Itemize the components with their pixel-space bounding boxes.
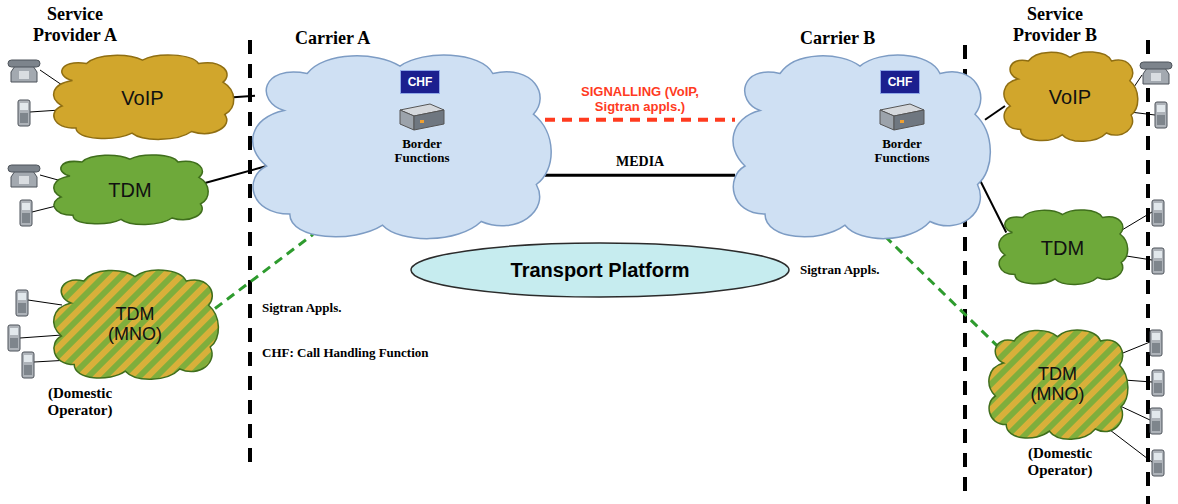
chf-label: CHF bbox=[888, 75, 913, 89]
wire bbox=[20, 335, 62, 338]
carrier-title: Carrier A bbox=[295, 28, 370, 49]
cloud-label: TDM bbox=[108, 179, 151, 201]
desk-phone bbox=[1140, 62, 1172, 84]
border-device-icon bbox=[400, 104, 444, 130]
connector bbox=[545, 118, 735, 122]
cloud-shape bbox=[54, 55, 234, 139]
mobile-phone bbox=[1150, 330, 1162, 356]
border-label: Border Functions bbox=[860, 137, 944, 166]
provider-title: Service Provider A bbox=[15, 4, 135, 45]
operator-note: (Domestic Operator) bbox=[25, 385, 135, 418]
cloud-shape bbox=[54, 155, 208, 224]
carrier-cloud: Carrier ACHF bbox=[255, 55, 545, 240]
cloud-label: VoIP bbox=[121, 87, 163, 109]
ellipse-shape bbox=[411, 243, 789, 297]
mobile-phone bbox=[1150, 408, 1162, 434]
device-side bbox=[880, 110, 894, 130]
chf-box: CHF bbox=[880, 70, 920, 94]
mobile-phone bbox=[1155, 102, 1167, 128]
mobile-phone bbox=[1152, 450, 1164, 476]
wire bbox=[28, 300, 62, 305]
carrier-cloud: Carrier BCHF bbox=[735, 55, 985, 240]
mobile-phone bbox=[8, 325, 20, 351]
connector bbox=[885, 236, 1004, 352]
border-label: Border Functions bbox=[380, 137, 464, 166]
sigtran-label: Sigtran Appls. bbox=[800, 262, 879, 278]
mobile-phone bbox=[1152, 200, 1164, 226]
device-front bbox=[414, 110, 444, 130]
transport-ellipse: Transport Platform bbox=[410, 242, 790, 298]
cloud-shape bbox=[733, 55, 990, 239]
edge-label: SIGNALLING (VoIP, Sigtran appls.) bbox=[565, 85, 715, 115]
domain-dividers bbox=[250, 40, 1148, 504]
device-led bbox=[900, 120, 904, 123]
connector bbox=[978, 175, 1007, 232]
operator-note: (Domestic Operator) bbox=[1005, 445, 1115, 478]
mobile-phone bbox=[18, 100, 30, 126]
tdm-cloud: TDM bbox=[55, 155, 205, 225]
cloud-label: TDM (MNO) bbox=[103, 305, 167, 345]
connector bbox=[545, 174, 735, 177]
desk-phone bbox=[8, 165, 40, 187]
mobile-phone bbox=[16, 290, 28, 316]
tdm-cloud: TDM bbox=[1000, 210, 1125, 285]
abbreviation-note: CHF: Call Handling Function bbox=[262, 345, 429, 361]
cloud-label: TDM (MNO) bbox=[1026, 365, 1090, 405]
cloud-shape bbox=[1004, 52, 1138, 141]
cloud-label: TDM bbox=[1041, 237, 1084, 259]
provider-title: Service Provider B bbox=[995, 4, 1115, 45]
carrier-title: Carrier B bbox=[800, 28, 875, 49]
chf-label: CHF bbox=[408, 75, 433, 89]
sigtran-label: Sigtran Appls. bbox=[262, 300, 341, 316]
device-side bbox=[400, 110, 414, 130]
device-front bbox=[894, 110, 924, 130]
connector bbox=[985, 106, 1005, 120]
platform-label: Transport Platform bbox=[511, 259, 690, 282]
device-led bbox=[420, 120, 424, 123]
mobile-phone bbox=[20, 200, 32, 226]
desk-phone bbox=[8, 60, 40, 82]
carrier-cloud-outline bbox=[735, 55, 985, 240]
wire bbox=[40, 70, 62, 85]
mno-cloud: TDM (MNO)(Domestic Operator) bbox=[990, 330, 1125, 440]
voip-cloud: VoIP bbox=[1005, 52, 1135, 142]
border-device-icon bbox=[880, 104, 924, 130]
cloud-shape bbox=[989, 330, 1128, 439]
cloud-label: VoIP bbox=[1049, 86, 1091, 108]
cloud-shape bbox=[54, 270, 219, 379]
wire bbox=[1110, 430, 1152, 462]
edge-label: MEDIA bbox=[616, 154, 664, 170]
cloud-shape bbox=[999, 210, 1128, 284]
connector bbox=[215, 234, 313, 308]
divider-line bbox=[1146, 40, 1150, 504]
cloud-shape bbox=[253, 55, 552, 239]
divider-line bbox=[248, 40, 252, 470]
chf-box: CHF bbox=[400, 70, 440, 94]
mobile-phone bbox=[1152, 370, 1164, 396]
mobile-phone bbox=[1152, 248, 1164, 274]
wire bbox=[40, 175, 58, 180]
wire bbox=[1122, 212, 1152, 230]
voip-cloud: VoIP bbox=[55, 55, 230, 140]
mno-cloud: TDM (MNO)(Domestic Operator) bbox=[55, 270, 215, 380]
mobile-phone bbox=[22, 352, 34, 378]
